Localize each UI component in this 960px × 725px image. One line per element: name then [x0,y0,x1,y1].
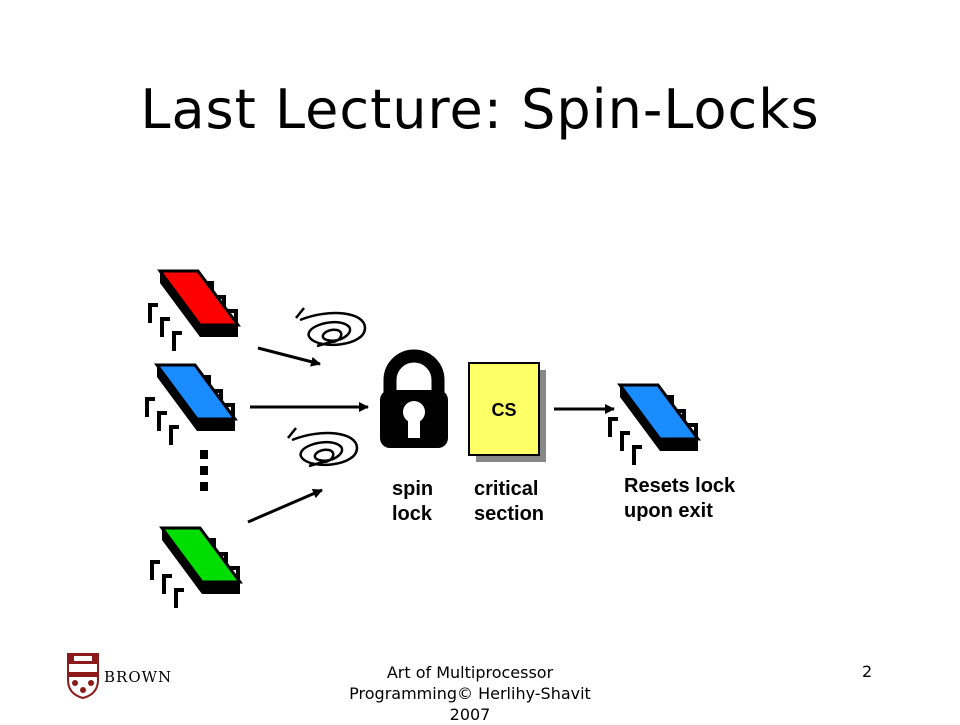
thread-green-chip-icon [150,526,242,610]
resets-lock-label: Resets lock upon exit [624,475,736,522]
spiral-icon [294,306,367,348]
footer: BROWN Art of Multiprocessor Programming©… [0,653,960,724]
exiting-thread-chip-icon [608,383,700,467]
brown-shield-icon [67,653,99,700]
thread-red-chip-icon [148,269,240,353]
critical-section-label: critical section [474,478,545,525]
spin-lock-diagram: CS [145,269,700,610]
cs-label: CS [491,400,516,420]
arrow-icon [247,488,323,524]
arrow-icon [257,346,321,367]
brown-logo-text: BROWN [104,668,173,686]
ellipsis-icon [200,450,208,491]
critical-section-box: CS [468,362,546,462]
spiral-icon [286,426,359,468]
slide-title: Last Lecture: Spin-Locks [140,78,820,141]
thread-blue-chip-icon [145,363,237,447]
spin-lock-label: spin lock [392,478,434,525]
footer-credit: Art of Multiprocessor Programming© Herli… [349,663,591,724]
page-number: 2 [862,662,873,681]
padlock-icon [380,349,448,448]
